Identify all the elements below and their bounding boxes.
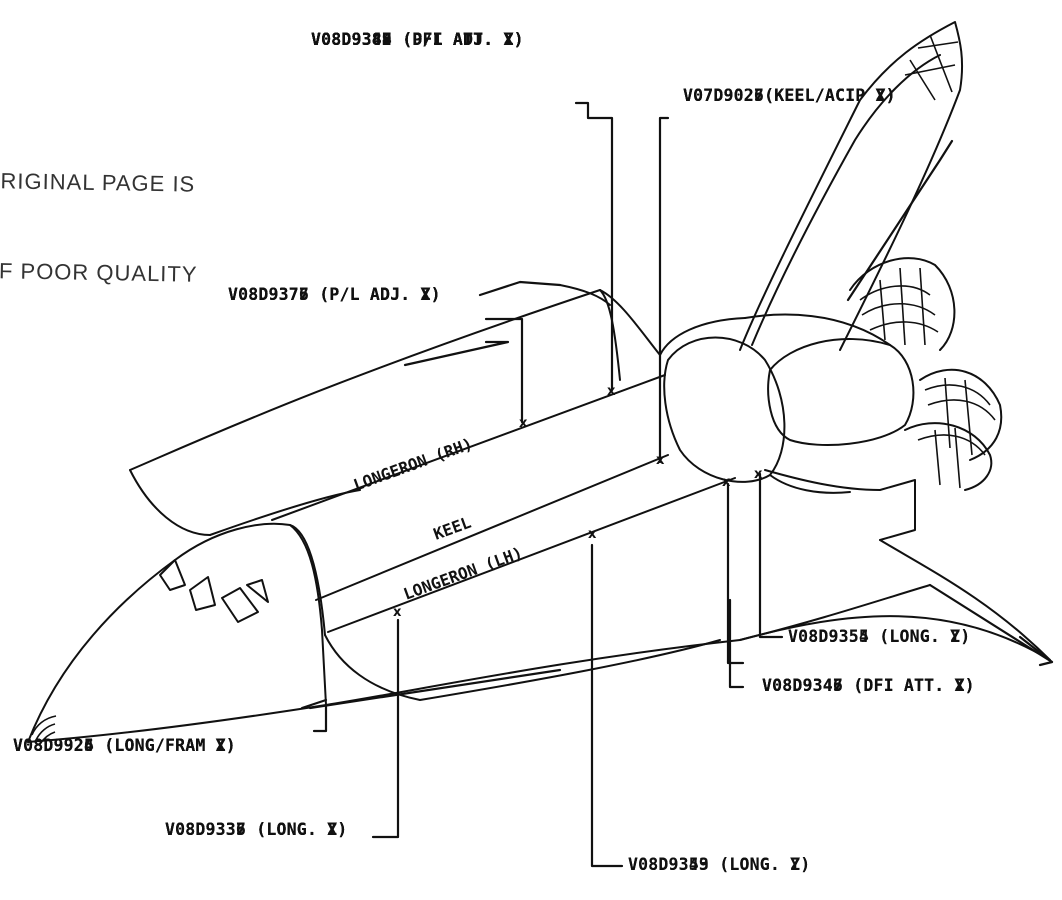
stamp-line-1: RIGINAL PAGE IS	[0, 168, 196, 197]
callout-line: V08D9377 (P/L ADJ. Z)	[228, 285, 441, 304]
orbiter-body	[27, 21, 1051, 745]
callout-line: V08D9342 (DFI ATT. X)	[311, 30, 524, 49]
callout-line: V08D9346 (DFI ATT. Y)	[762, 676, 975, 695]
callout-line: V08D9925 (LONG/FRAM Y)	[13, 736, 236, 755]
callout-line: V08D9375 (P/L ADJ. X)	[228, 285, 441, 304]
callout-line: V08D9354 (LONG. Y)	[788, 627, 971, 646]
callout-line: V08D9353 (LONG. Z)	[628, 855, 811, 874]
callout-line: V07D9026(KEEL/ACIP Y)	[683, 86, 896, 105]
main-engines	[849, 257, 1003, 491]
callout-line: V08D9376 (P/L ADJ. Y)	[228, 285, 441, 304]
callout-line: V08D9343 (DFI ATT. Y)	[311, 30, 524, 49]
sensor-marker: x	[754, 467, 763, 482]
stamp-line-2: F POOR QUALITY	[0, 258, 198, 287]
callout-line: V08D9337 (LONG. Z)	[165, 820, 348, 839]
callout-line: V08D9389 (P/L ADJ. Z)	[311, 30, 524, 49]
callout-line: V08D9344 (DFI ATT. Z)	[311, 30, 524, 49]
callout-line: V08D9336 (LONG. Y)	[165, 820, 348, 839]
longeron-rh-label: LONGERON (RH)	[351, 434, 475, 495]
leader-lines	[300, 101, 1054, 868]
callout-line: V07D9027(KEEL/ACIP Z)	[683, 86, 896, 105]
sensor-marker: x	[519, 416, 528, 431]
callout-line: V07D9025(KEEL/ACIP X)	[683, 86, 896, 105]
keel-label: KEEL	[431, 513, 474, 544]
callout-line: V08D9388 (P/L ADJ. Y)	[311, 30, 524, 49]
callout-line: V08D9355 (LONG. Z)	[788, 627, 971, 646]
longeron-lh-label: LONGERON (LH)	[401, 543, 525, 604]
quality-stamp: RIGINAL PAGE IS F POOR QUALITY	[0, 106, 200, 319]
callout-line: V08D9335 (LONG. X)	[165, 820, 348, 839]
callout-line: V08D9387 (P/L ADJ. X)	[311, 30, 524, 49]
callout-line: V08D9349 (LONG. Y)	[628, 855, 811, 874]
callout-line: V08D9926 (LONG/FRAM Z)	[13, 736, 236, 755]
sensor-marker: x	[588, 527, 597, 542]
sensor-marker: x	[722, 475, 731, 490]
callout-line: V08D9924 (LONG/FRAM X)	[13, 736, 236, 755]
sensor-marker: x	[393, 605, 402, 620]
sensor-marker: x	[607, 384, 616, 399]
callout-line: V08D9345 (DFI ATT. X)	[762, 676, 975, 695]
callout-line: V08D9347 (DFI ATT. Z)	[762, 676, 975, 695]
